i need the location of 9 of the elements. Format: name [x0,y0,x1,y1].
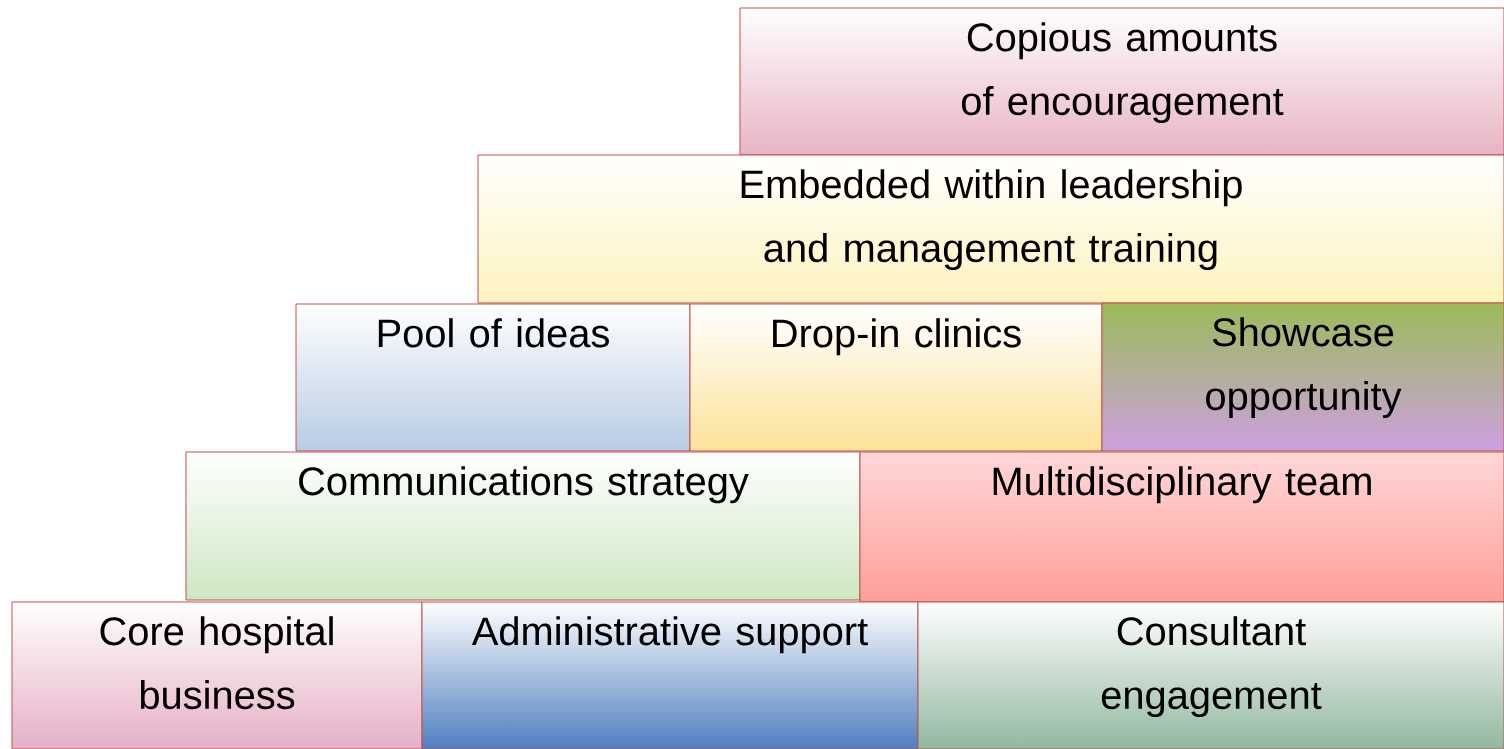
step-box: Core hospital business [11,601,423,749]
step-box: Copious amounts of encouragement [739,7,1504,156]
step-box: Multidisciplinary team [859,451,1504,603]
step-box: Pool of ideas [295,303,691,452]
step-box: Communications strategy [185,451,861,601]
step-box: Drop-in clinics [689,303,1103,452]
step-box: Administrative support [421,601,919,749]
step-box: Showcase opportunity [1101,302,1504,452]
step-box: Consultant engagement [917,601,1504,749]
